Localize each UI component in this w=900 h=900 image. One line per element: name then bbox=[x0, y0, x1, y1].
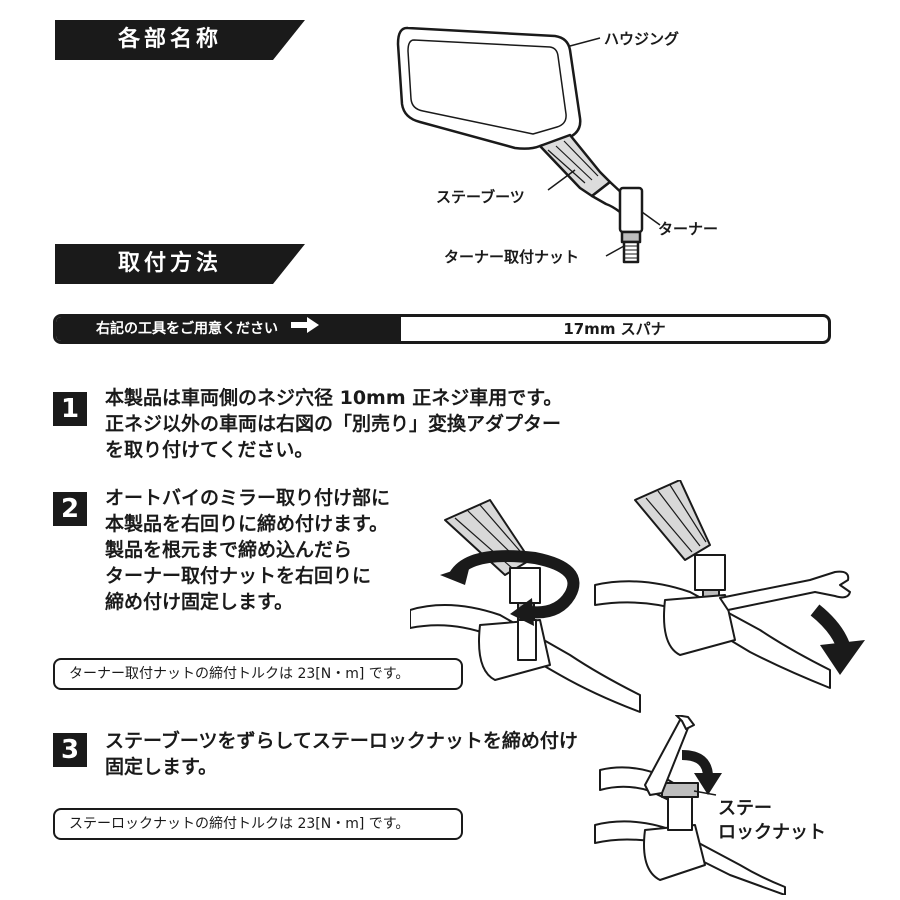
label-housing: ハウジング bbox=[604, 30, 680, 48]
step-3-illustration bbox=[594, 715, 786, 895]
tool-value: 17mm スパナ bbox=[563, 320, 666, 338]
section-title-parts: 各部名称 bbox=[117, 27, 222, 52]
step-2-line-1: オートバイのミラー取り付け部に bbox=[105, 487, 391, 509]
section-banner-install: 取付方法 bbox=[55, 244, 305, 284]
step-2-line-5: 締め付け固定します。 bbox=[105, 591, 294, 613]
step-number-1: 1 bbox=[53, 392, 87, 426]
step-3-line-1: ステーブーツをずらしてステーロックナットを締め付け bbox=[105, 730, 578, 752]
step-2-line-4: ターナー取付ナットを右回りに bbox=[105, 565, 372, 587]
tool-requirement-bar: 右記の工具をご用意ください 17mm スパナ bbox=[53, 314, 831, 344]
section-banner-parts: 各部名称 bbox=[55, 20, 305, 60]
section-title-install: 取付方法 bbox=[117, 251, 222, 276]
tool-label-text: 右記の工具をご用意ください bbox=[96, 321, 278, 337]
mirror-parts-illustration bbox=[396, 26, 661, 264]
torque-note-stay-lock-nut: ステーロックナットの締付トルクは 23[N・m] です。 bbox=[53, 808, 463, 840]
label-stay-boots: ステーブーツ bbox=[436, 188, 525, 206]
label-turner: ターナー bbox=[658, 220, 719, 238]
banner-shape bbox=[55, 20, 305, 60]
step-1-line-2: 正ネジ以外の車両は右図の「別売り」変換アダプター bbox=[105, 413, 562, 435]
step-1-line-1: 本製品は車両側のネジ穴径 10mm 正ネジ車用です。 bbox=[105, 387, 563, 409]
step-1-line-3: を取り付けてください。 bbox=[105, 439, 314, 461]
step-number-2: 2 bbox=[53, 492, 87, 526]
arrow-right-icon bbox=[290, 317, 319, 341]
callout-stay-lock-nut-line-2: ロックナット bbox=[718, 822, 826, 843]
step-2-line-3: 製品を根元まで締め込んだら bbox=[105, 539, 353, 561]
tool-label: 右記の工具をご用意ください bbox=[56, 317, 401, 341]
step-2-line-2: 本製品を右回りに締め付けます。 bbox=[105, 513, 389, 535]
step-number-3: 3 bbox=[53, 733, 87, 767]
step-3-line-2: 固定します。 bbox=[105, 756, 218, 778]
torque-note-turner: ターナー取付ナットの締付トルクは 23[N・m] です。 bbox=[53, 658, 463, 690]
step-2-illustration bbox=[410, 480, 865, 713]
leader-housing bbox=[569, 37, 601, 47]
banner-shape bbox=[55, 244, 305, 284]
callout-stay-lock-nut-line-1: ステー bbox=[718, 798, 772, 819]
label-turner-nut: ターナー取付ナット bbox=[444, 248, 580, 266]
